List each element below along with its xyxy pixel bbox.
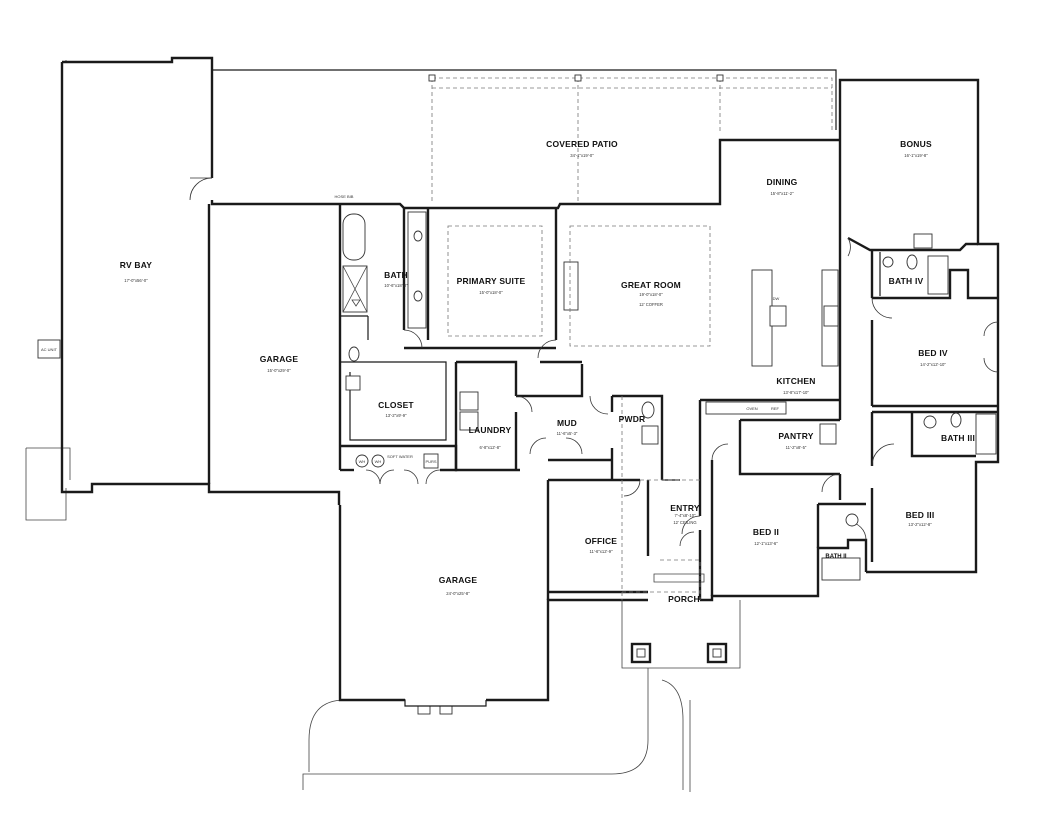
wh2-label: WH (375, 459, 382, 464)
patio-post-3 (716, 74, 724, 82)
toilet-icon (641, 401, 655, 419)
closet-label: CLOSET (378, 400, 414, 410)
sink-icon (413, 290, 423, 302)
wh1-label: WH (359, 459, 366, 464)
great-room-dim: 19'-0"x18'-0" (639, 292, 663, 297)
bed-iii-label: BED III (906, 510, 935, 520)
bed-iv-dim: 14'-2"x12'-10" (920, 362, 946, 367)
dryer (459, 411, 479, 431)
laundry-dim: 6'-8"x12'-8" (479, 445, 501, 450)
bathtub (927, 255, 949, 295)
purs-label: PURS (425, 459, 436, 464)
patio-post-2 (574, 74, 582, 82)
bed-iv-label: BED IV (918, 348, 948, 358)
kitchen-label: KITCHEN (776, 376, 815, 386)
exterior-walls (60, 56, 1000, 702)
sink-icon (913, 233, 933, 249)
covered-patio-dim: 34'-1"x19'-0" (570, 153, 594, 158)
bath-iii-label: BATH III (941, 433, 975, 443)
toilet-icon (950, 412, 962, 428)
mud-label: MUD (557, 418, 577, 428)
bath-iv-label: BATH IV (889, 276, 924, 286)
great-room-label: GREAT ROOM (621, 280, 681, 290)
bed-ii-label: BED II (753, 527, 779, 537)
mud-dim: 11'-6"x5'-3" (557, 431, 578, 436)
office-label: OFFICE (585, 536, 617, 546)
ceiling-outlines (340, 225, 741, 707)
bed-ii-dim: 12'-1"x13'-6" (754, 541, 778, 546)
shower (821, 557, 861, 581)
room-labels: RV BAY 17'-0"x56'-0" COVERED PATIO 34'-1… (120, 139, 975, 604)
garage-lower-dim: 24'-0"x25'-8" (446, 591, 470, 596)
covered-patio (212, 69, 837, 204)
office-dim: 11'-6"x12'-9" (589, 549, 613, 554)
dining-dim: 15'-8"x11'-2" (770, 191, 794, 196)
water-heater-icon (371, 454, 385, 468)
annotation-labels: AC UNIT HOSE BIB OVEN REF DW WH WH SOFT … (41, 194, 780, 464)
sink-icon (845, 513, 859, 527)
primary-suite-dim: 15'-0"x18'-0" (479, 290, 503, 295)
garage-lower-label: GARAGE (439, 575, 478, 585)
bathtub (975, 413, 997, 455)
entry-note: 12' CEILING (673, 520, 696, 525)
hose-bib-label: HOSE BIB (335, 194, 354, 199)
porch-label: PORCH (668, 594, 700, 604)
cooktop (823, 305, 839, 327)
bed-iii-dim: 13'-2"x12'-8" (908, 522, 932, 527)
patio-post-1 (428, 74, 436, 82)
closet-fixture (345, 375, 361, 391)
dw-label: DW (773, 296, 780, 301)
sink-icon (641, 425, 659, 445)
doors (189, 177, 999, 547)
oven-ref-counter (705, 401, 787, 415)
garage-main-label: GARAGE (260, 354, 299, 364)
porch-column (706, 642, 728, 664)
primary-suite-label: PRIMARY SUITE (457, 276, 526, 286)
rv-bay-dim: 17'-0"x56'-0" (124, 278, 148, 283)
site-lines (25, 60, 691, 792)
vanity (407, 211, 427, 329)
sink-icon (882, 256, 894, 268)
sink-icon (923, 415, 937, 429)
toilet-icon (906, 254, 918, 270)
closet-dim: 13'-2"x9'-9" (385, 413, 407, 418)
bath-dim: 10'-6"x18'-0" (384, 283, 408, 288)
pantry-dim: 11'-2"x8'-5" (786, 445, 807, 450)
bonus-dim: 16'-1"x19'-8" (904, 153, 928, 158)
fireplace (563, 261, 579, 311)
bathtub (342, 213, 366, 261)
ac-unit (37, 339, 61, 359)
pantry-sink (819, 423, 837, 445)
garage-main-dim: 15'-0"x29'-0" (267, 368, 291, 373)
purifier (423, 453, 439, 469)
great-room-note: 12' COFFER (639, 302, 663, 307)
kitchen-dim: 13'-8"x17'-10" (783, 390, 809, 395)
laundry-label: LAUNDRY (469, 425, 512, 435)
fixtures (37, 211, 997, 715)
pantry-label: PANTRY (778, 431, 813, 441)
bonus-label: BONUS (900, 139, 932, 149)
entry-dim: 7'-4"x8'-10" (674, 513, 696, 518)
ac-unit-label: AC UNIT (41, 347, 58, 352)
bath-label: BATH (384, 270, 408, 280)
kitchen-sink (769, 305, 787, 327)
ref-label: REF (771, 406, 780, 411)
oven-label: OVEN (746, 406, 757, 411)
kitchen-island (751, 269, 773, 367)
pwdr-label: PWDR (619, 414, 646, 424)
washer (459, 391, 479, 411)
entry-label: ENTRY (670, 503, 700, 513)
covered-patio-label: COVERED PATIO (546, 139, 618, 149)
dining-label: DINING (767, 177, 798, 187)
sink-icon (413, 230, 423, 242)
porch-column (630, 642, 652, 664)
rv-bay-label: RV BAY (120, 260, 153, 270)
water-heater-icon (355, 454, 369, 468)
toilet-icon (348, 346, 360, 362)
soft-water-label: SOFT WATER (387, 454, 413, 459)
bath-ii-label: BATH II (825, 554, 847, 560)
